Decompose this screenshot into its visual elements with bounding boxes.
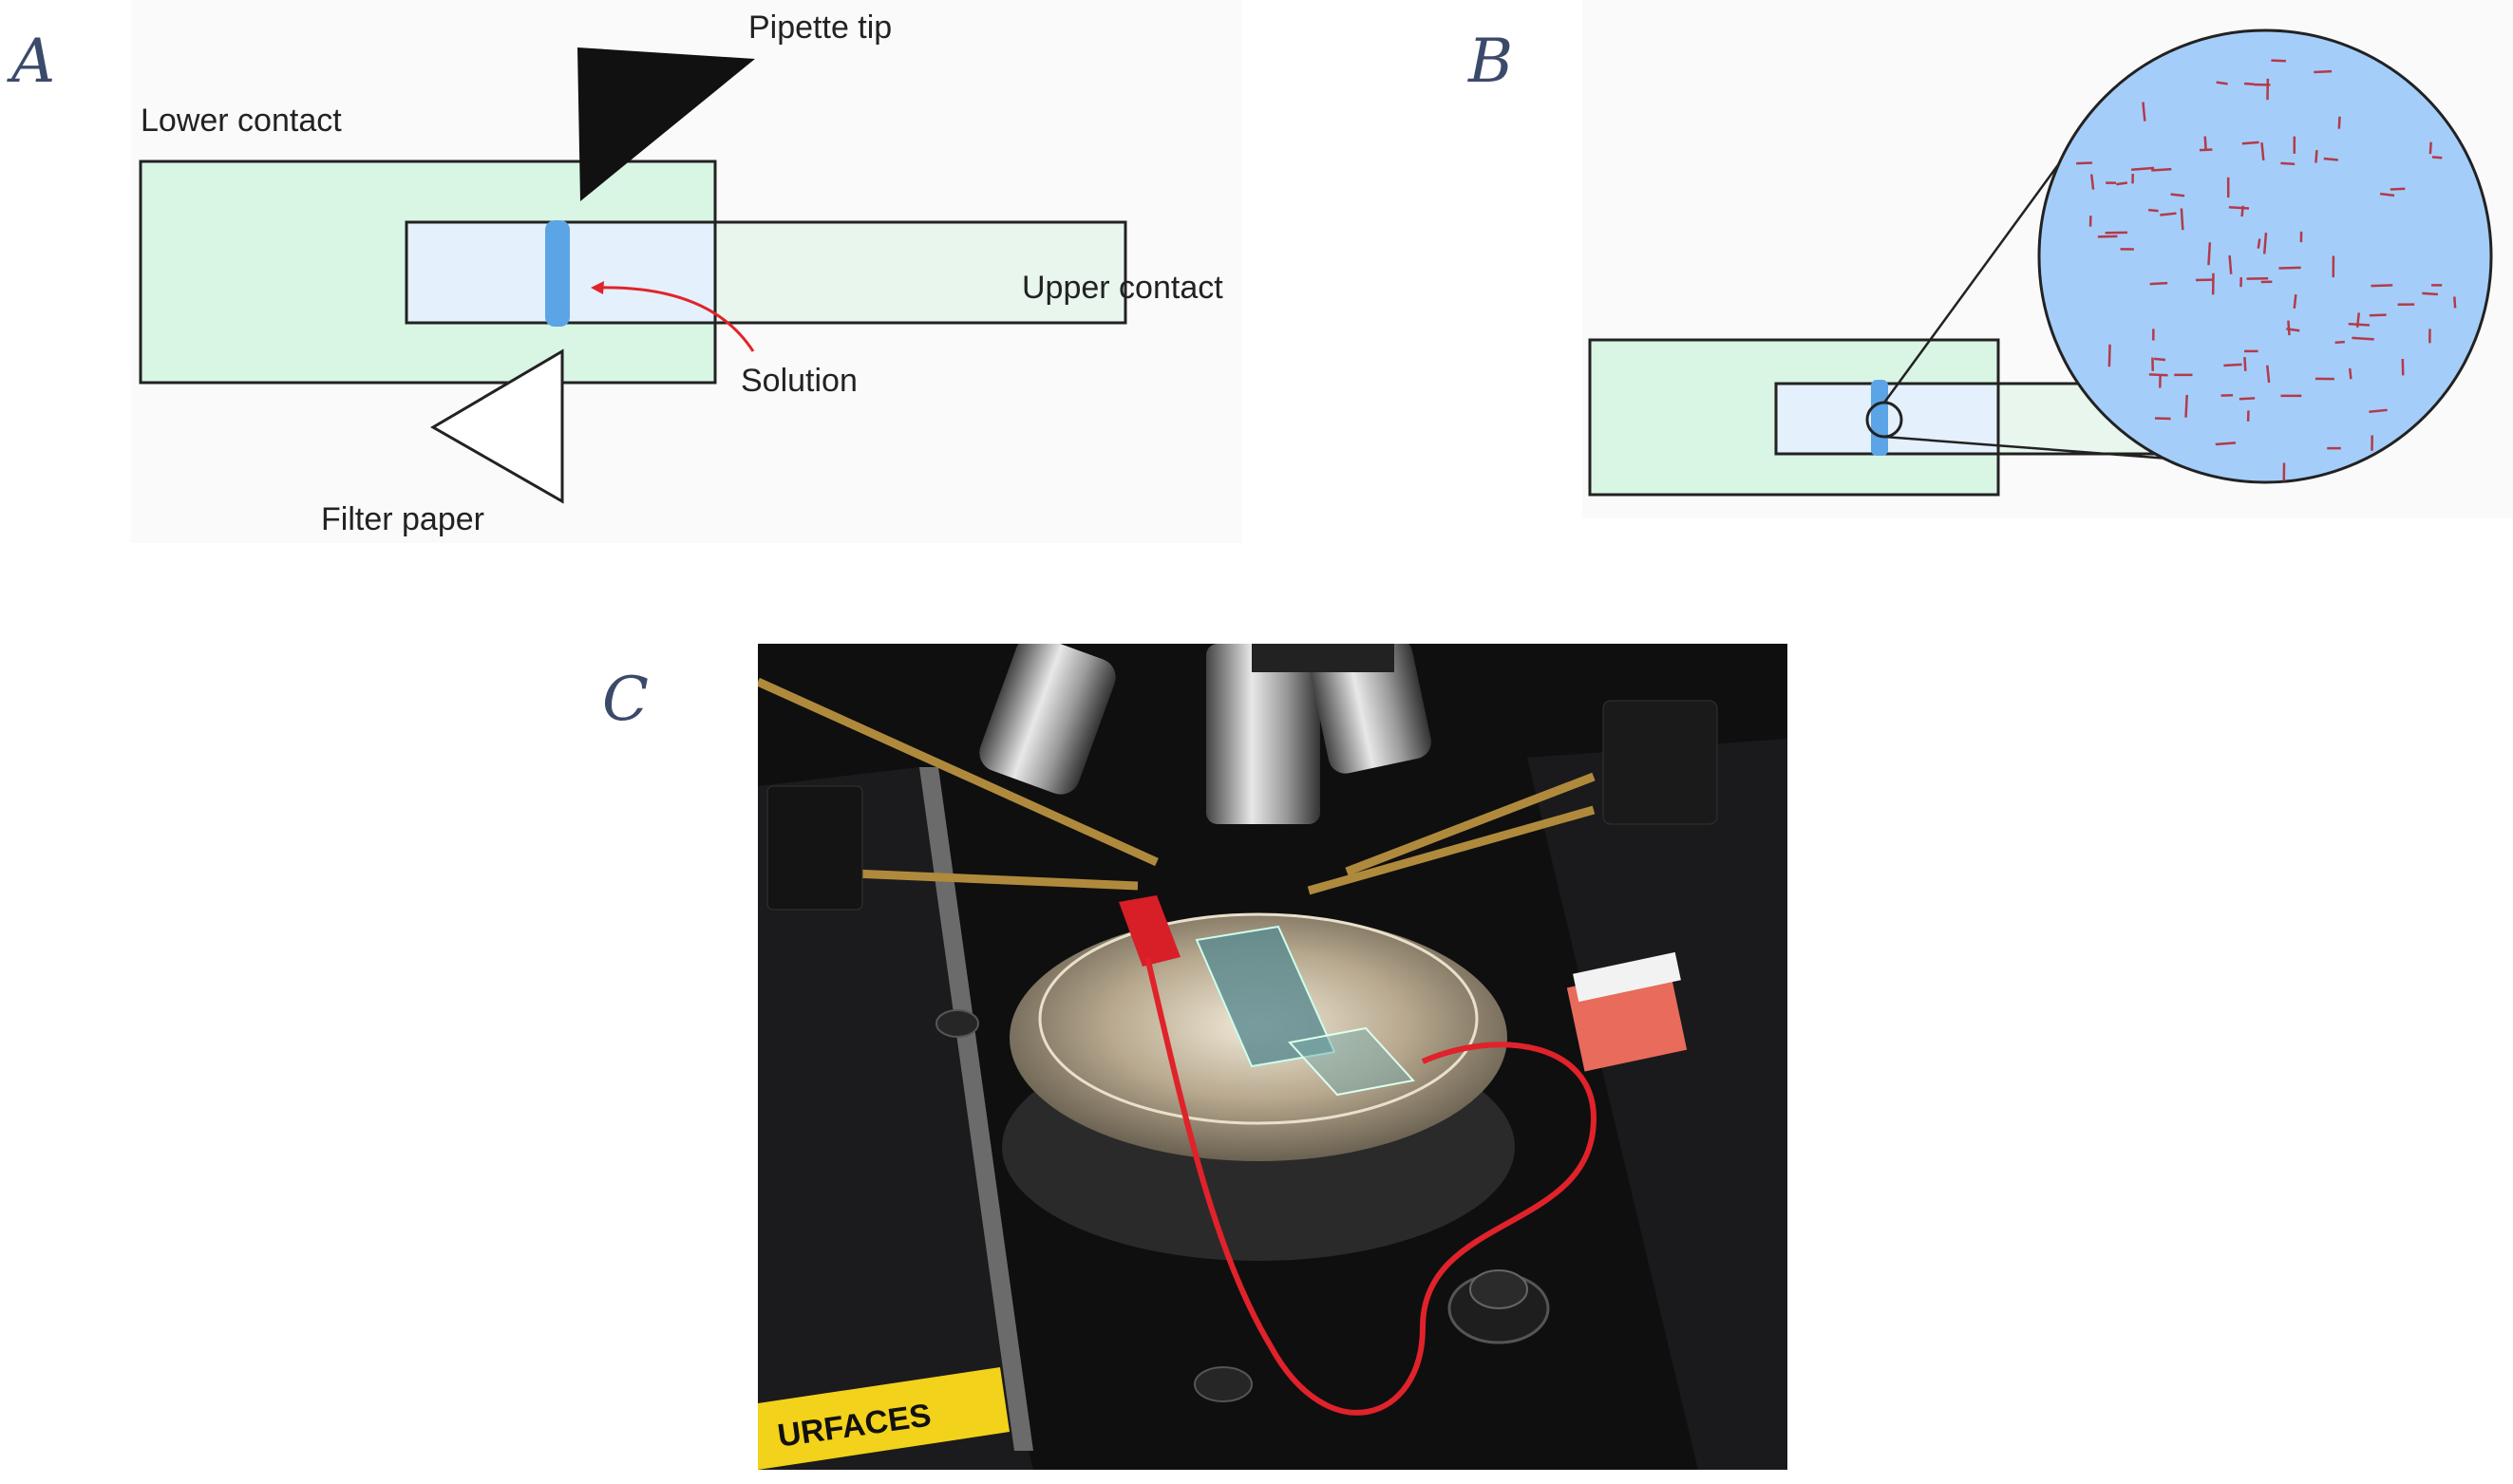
- nanowire-rod: [2131, 166, 2155, 171]
- label-upper-contact: Upper contact: [1022, 270, 1223, 306]
- label-solution: Solution: [741, 363, 858, 399]
- label-lower-contact: Lower contact: [141, 103, 342, 139]
- solution-stripe-b: [1871, 380, 1888, 456]
- nanowire-rod: [2287, 320, 2291, 336]
- nanowire-rod: [2280, 161, 2296, 166]
- panel-letter-b: B: [1468, 27, 1514, 97]
- nanowire-rod: [2203, 136, 2207, 152]
- nanowire-rod: [2428, 141, 2432, 155]
- nanowire-rod: [2369, 313, 2387, 317]
- label-filter-paper: Filter paper: [321, 501, 484, 537]
- nanowire-rod: [2153, 357, 2166, 362]
- nanowire-rod: [2215, 441, 2237, 446]
- panel-letter-a: A: [11, 27, 56, 97]
- nanowire-rod: [2148, 373, 2168, 377]
- nanowire-rod: [2262, 233, 2268, 254]
- nanowire-rod: [2089, 174, 2095, 190]
- nanowire-rod: [2371, 284, 2393, 288]
- nanowire-rod: [2260, 141, 2265, 160]
- nanowire-rod: [2278, 266, 2301, 270]
- pipette-tip-shape: [577, 47, 755, 201]
- nanowire-rod: [2207, 242, 2212, 266]
- nanowire-rod: [2352, 336, 2374, 341]
- nanowire-rod: [2337, 116, 2341, 129]
- solution-arrow: [595, 286, 755, 352]
- nanowire-rod: [2453, 296, 2457, 309]
- nanowire-rod: [2184, 394, 2188, 418]
- nanowire-rod: [2334, 340, 2345, 345]
- nanowire-rod: [2315, 150, 2318, 163]
- solution-stripe: [545, 220, 570, 327]
- nanowire-rod: [2199, 148, 2213, 152]
- nanowire-rod: [2228, 254, 2233, 274]
- nanowire-rod: [2142, 102, 2146, 122]
- nanowire-rod: [2348, 367, 2352, 380]
- nanowire-rod: [2323, 157, 2338, 161]
- nanowire-rod: [2107, 344, 2111, 367]
- nanowire-rod: [2422, 291, 2438, 296]
- nanowire-rod: [2431, 156, 2443, 160]
- panel-letter-c: C: [602, 665, 649, 735]
- nanowire-rod: [2240, 205, 2244, 217]
- nanowire-rod: [2266, 365, 2271, 384]
- nanowire-rod: [2257, 238, 2261, 249]
- nanowire-rod: [2241, 141, 2259, 145]
- nanowire-rod: [2148, 208, 2159, 213]
- setup-photo-drawing: URFACES: [758, 644, 1787, 1470]
- nanowire-rod: [2293, 293, 2297, 310]
- nanowire-rod: [2390, 187, 2406, 191]
- nanowire-rod: [2348, 322, 2371, 327]
- nanowire-rod: [2149, 281, 2168, 286]
- label-pipette-tip: Pipette tip: [748, 9, 892, 46]
- nanowire-rod: [2228, 206, 2250, 210]
- nanowire-rod: [2160, 212, 2177, 216]
- nanowire-rod: [2355, 312, 2361, 329]
- nanowire-rod: [2379, 192, 2395, 197]
- nanowire-rod: [2076, 161, 2092, 165]
- nanowire-rod: [2223, 363, 2242, 367]
- setup-photo: URFACES: [758, 644, 1787, 1470]
- nanowire-rod: [2369, 408, 2388, 413]
- panel-a-diagram: Pipette tip Lower contact Upper contact …: [131, 0, 1242, 543]
- nanowire-rod: [2116, 181, 2128, 186]
- nanowire-rod: [2216, 81, 2228, 85]
- filter-paper-shape: [430, 348, 564, 504]
- nanowire-rod: [2243, 82, 2255, 86]
- nanowire-rod: [2314, 69, 2333, 74]
- nanowire-rod: [2271, 59, 2286, 63]
- nanowire-rod: [2170, 193, 2185, 197]
- nanowire-rod: [2151, 167, 2172, 172]
- nanowire-rod: [2243, 356, 2247, 371]
- magnified-view: [2037, 28, 2493, 484]
- nanowire-rod: [2239, 397, 2256, 401]
- panel-b-diagram: [1582, 0, 2513, 518]
- nanowire-rods: [2076, 59, 2457, 481]
